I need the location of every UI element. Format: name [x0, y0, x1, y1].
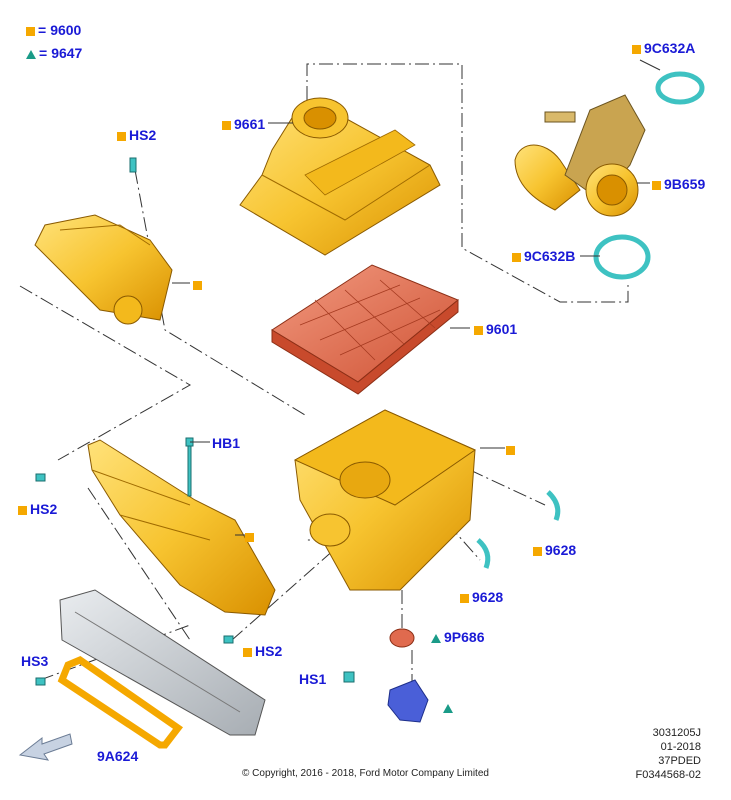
callout-text: 9628 — [545, 542, 577, 558]
triangle-marker-icon — [443, 703, 453, 713]
bolts — [35, 157, 355, 686]
callout-text: HB1 — [212, 435, 241, 451]
square-marker-icon — [117, 131, 126, 141]
support-rail — [59, 589, 266, 736]
frame-bracket — [57, 656, 184, 749]
grommets — [476, 490, 561, 569]
air-cleaner-lid — [239, 97, 441, 256]
legend-equals: = — [39, 45, 48, 61]
callout-text: 9B659 — [664, 176, 706, 192]
callout-bracket: 9A624 — [97, 748, 138, 764]
callout-text: HS3 — [21, 653, 49, 669]
callout-resonator-marker — [193, 276, 205, 292]
callout-text: HS2 — [255, 643, 283, 659]
hose-clamp-upper — [655, 71, 705, 105]
callout-text: HS1 — [299, 671, 327, 687]
copyright-notice: © Copyright, 2016 - 2018, Ford Motor Com… — [242, 768, 489, 779]
meta-line: 37PDED — [658, 755, 701, 767]
outlet-tube — [514, 94, 646, 217]
legend-equals: = — [38, 22, 47, 38]
air-filter-element — [271, 264, 459, 395]
callout-text: HS2 — [129, 127, 157, 143]
square-marker-icon — [18, 505, 27, 515]
callout-text: 9A624 — [97, 748, 139, 764]
square-marker-icon — [512, 252, 521, 262]
meta-line: F0344568-02 — [635, 769, 701, 781]
square-marker-icon — [222, 120, 231, 130]
lower-mount-bracket — [387, 679, 429, 723]
triangle-marker-icon — [26, 49, 36, 59]
inlet-duct — [87, 439, 276, 616]
meta-line: 3031205J — [652, 727, 701, 739]
square-marker-icon — [245, 532, 254, 542]
triangle-marker-icon — [431, 633, 441, 643]
callout-text: 9601 — [486, 321, 518, 337]
callout-bottom-clamp: 9C632B — [512, 248, 575, 264]
callout-bolt-top: HS2 — [117, 127, 156, 143]
legend-square-text: 9600 — [50, 22, 82, 38]
label-pointers — [172, 59, 661, 536]
callout-grommet-right: 9628 — [533, 542, 576, 558]
callout-housing-marker — [506, 441, 518, 457]
callout-outlet-tube: 9B659 — [652, 176, 705, 192]
callout-grommet-lower: 9628 — [460, 589, 503, 605]
callout-filter: 9601 — [474, 321, 517, 337]
square-marker-icon — [632, 44, 641, 54]
callout-text: 9C632B — [524, 248, 576, 264]
callout-bolt-duct: HS2 — [243, 643, 282, 659]
legend-item-square: =9600 — [26, 22, 81, 38]
square-marker-icon — [460, 593, 469, 603]
callout-text: 9628 — [472, 589, 504, 605]
legend-item-triangle: =9647 — [26, 45, 82, 61]
legend-triangle-text: 9647 — [51, 45, 83, 61]
callout-bolt-left: HS2 — [18, 501, 57, 517]
resonator-box — [34, 214, 173, 325]
square-marker-icon — [243, 647, 252, 657]
drawing-metadata: 3031205J 01-2018 37PDED F0344568-02 — [636, 726, 701, 782]
hose-clamp-lower — [593, 234, 651, 280]
callout-top-clamp: 9C632A — [632, 40, 695, 56]
square-marker-icon — [474, 325, 483, 335]
callout-bolt-hs3: HS3 — [21, 653, 48, 669]
square-marker-icon — [533, 546, 542, 556]
direction-arrow-icon — [18, 733, 73, 761]
callout-text: 9P686 — [444, 629, 485, 645]
callout-text: HS2 — [30, 501, 58, 517]
callout-bolt-hb1: HB1 — [212, 435, 240, 451]
callout-lid: 9661 — [222, 116, 265, 132]
callout-text: 9C632A — [644, 40, 696, 56]
mount-insulator — [389, 628, 415, 648]
callout-bracket-marker — [443, 699, 456, 715]
callout-text: 9661 — [234, 116, 266, 132]
callout-duct-marker — [245, 528, 257, 544]
air-cleaner-housing — [293, 409, 477, 591]
square-marker-icon — [506, 445, 515, 455]
square-marker-icon — [26, 26, 35, 36]
callout-bolt-hs1: HS1 — [299, 671, 326, 687]
callout-mount: 9P686 — [431, 629, 484, 645]
meta-line: 01-2018 — [660, 741, 701, 753]
square-marker-icon — [193, 280, 202, 290]
square-marker-icon — [652, 180, 661, 190]
